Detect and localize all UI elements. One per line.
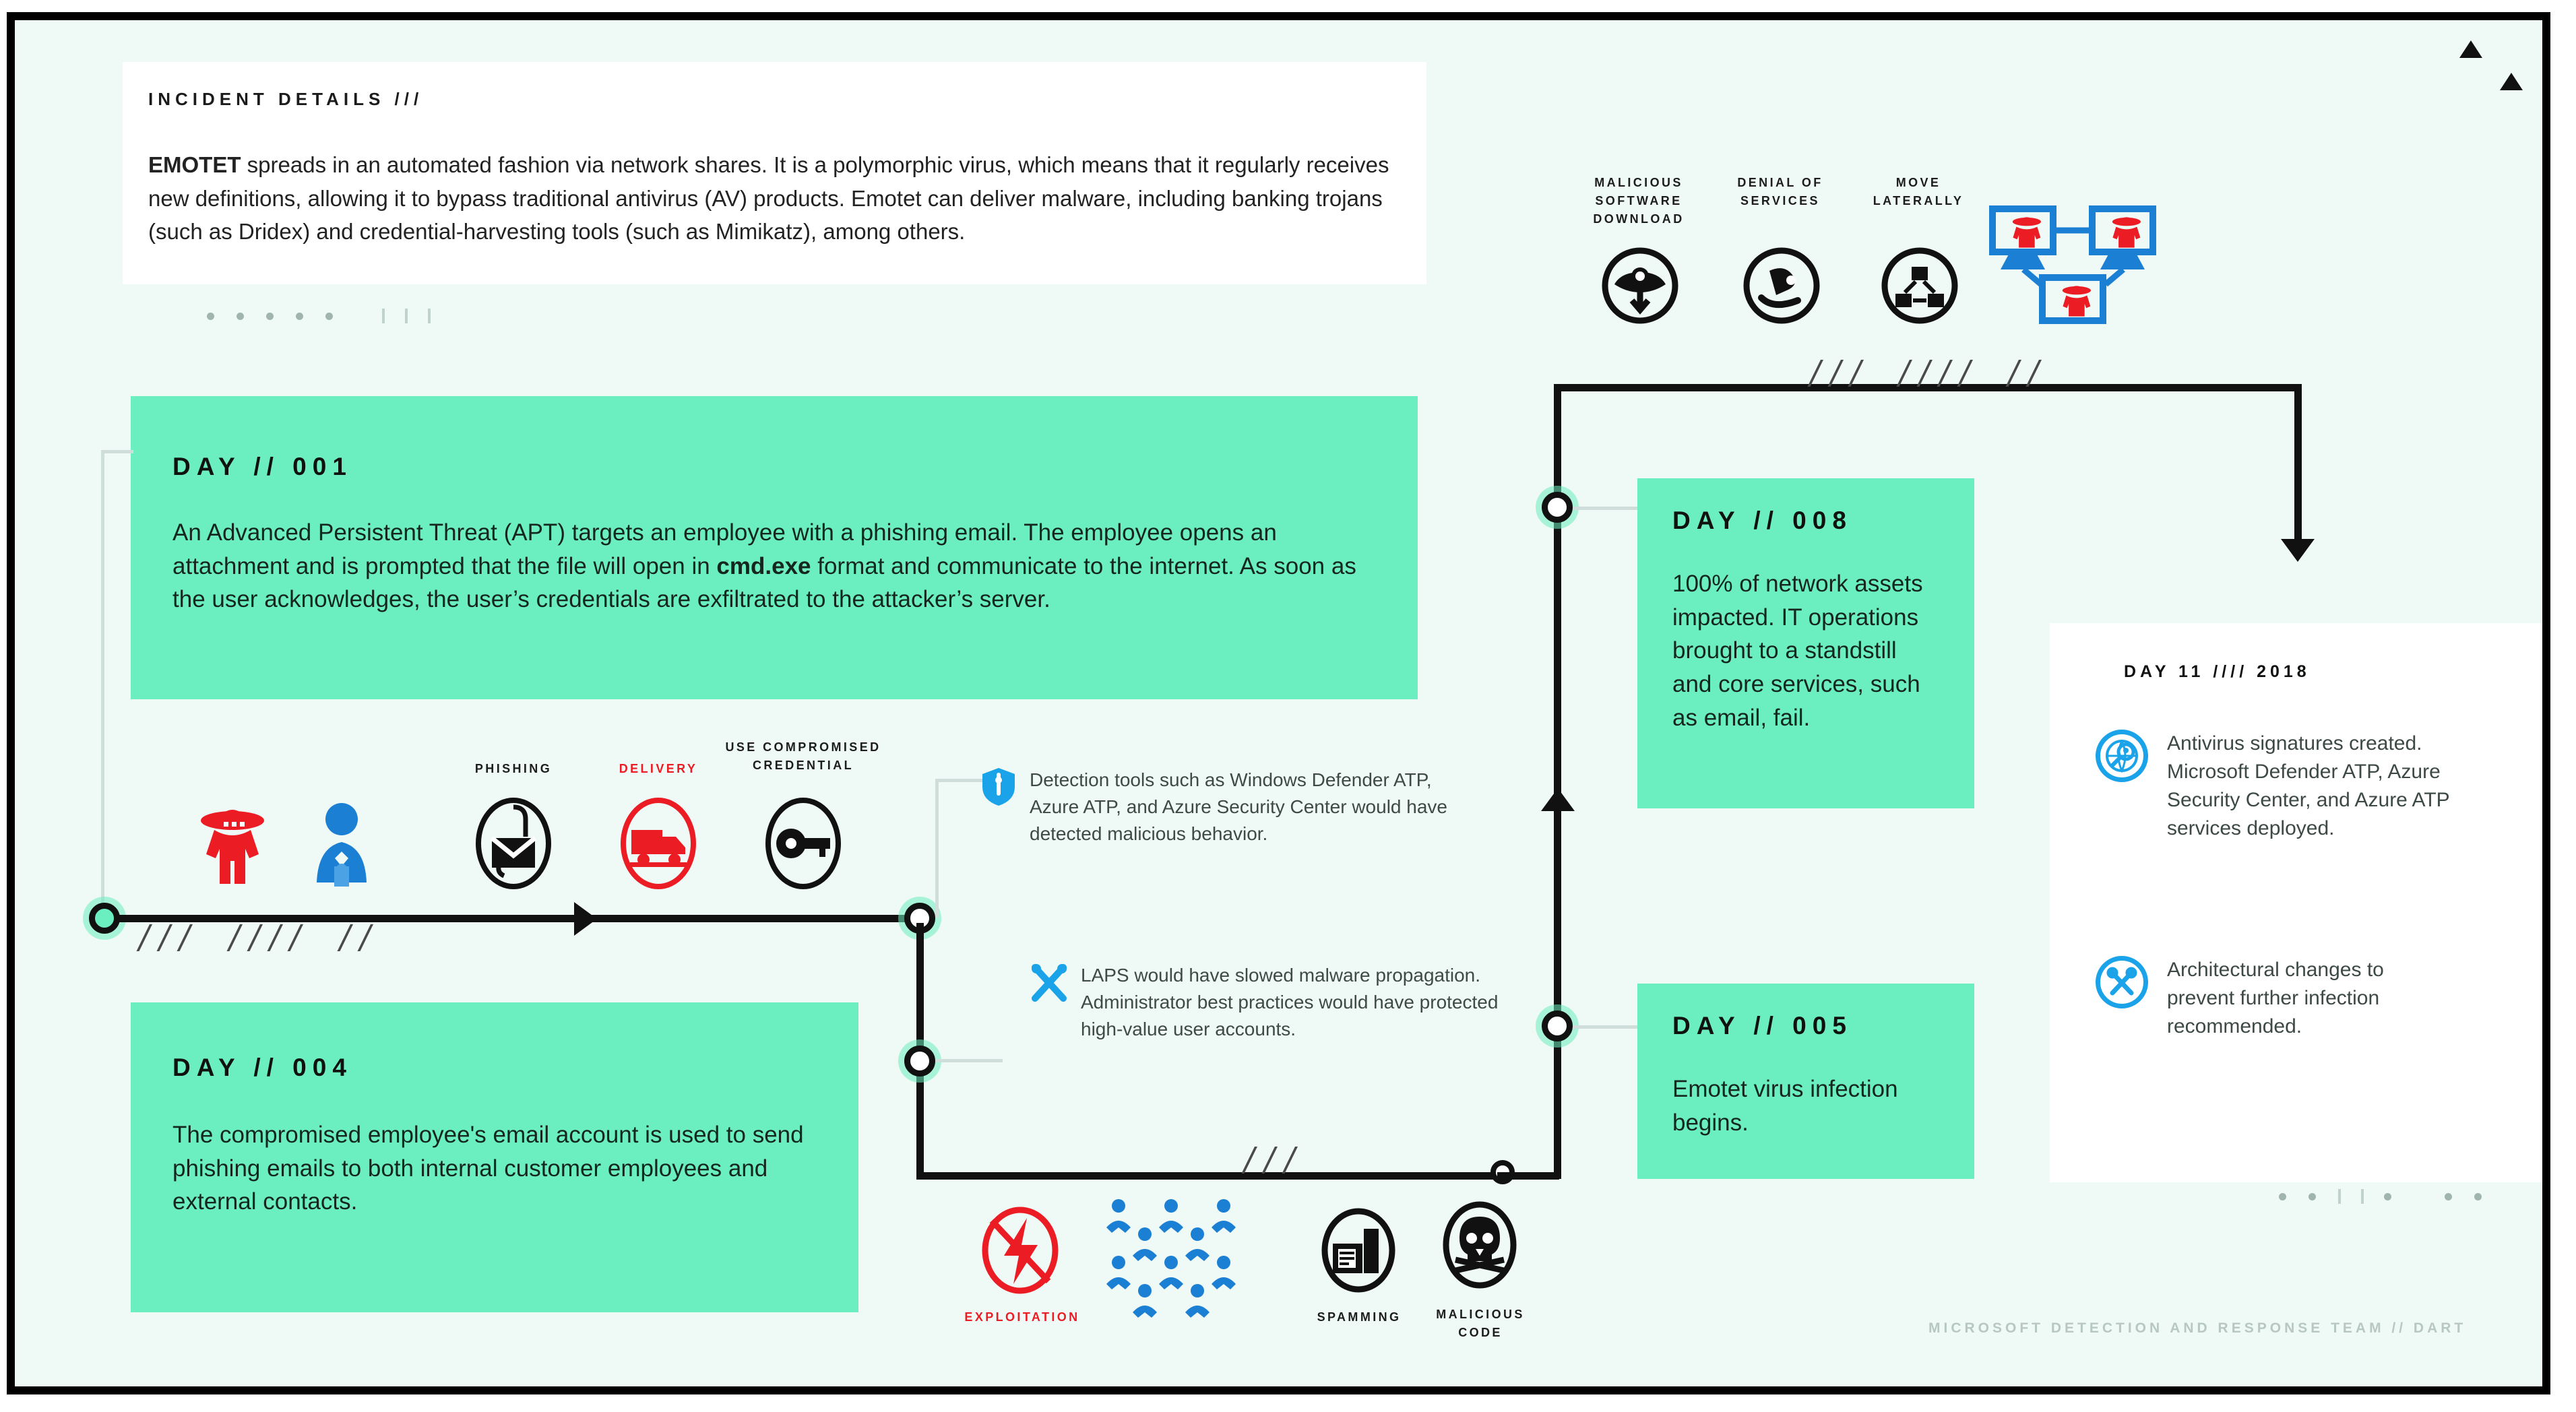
timeline-top-run (1554, 384, 2302, 391)
corner-triangle-icon-2 (2500, 73, 2523, 90)
day-004-body: The compromised employee's email account… (172, 1122, 804, 1215)
day-008-body: 100% of network assets impacted. IT oper… (1672, 571, 1923, 731)
spamming-label: SPAMMING (1317, 1310, 1402, 1324)
footer-credit: MICROSOFT DETECTION AND RESPONSE TEAM //… (1928, 1320, 2467, 1336)
tools-wrench-screwdriver-icon (2096, 956, 2148, 1008)
callout-detection-tools-text: Detection tools such as Windows Defender… (1030, 769, 1447, 844)
decorative-dot-row-top (207, 309, 451, 323)
key-icon (761, 795, 845, 892)
day-005-label: DAY // 005 (1672, 1012, 1852, 1039)
timeline-trunk-bottom-join (1497, 1172, 1559, 1180)
delivery-truck-icon (617, 795, 700, 892)
exploitation-lightning-icon (977, 1206, 1063, 1302)
callout-detection-tools: Detection tools such as Windows Defender… (981, 767, 1453, 847)
malicious-software-download-label: MALICIOUS SOFTWARE DOWNLOAD (1593, 176, 1685, 226)
timeline-node-start[interactable] (89, 903, 120, 934)
day-011-label: DAY 11 //// 2018 (2124, 662, 2311, 681)
phishing-envelope-hook-icon (472, 795, 555, 892)
timeline-line-main (116, 915, 924, 922)
attacker-figure-icon (195, 802, 270, 893)
user-figure-icon (305, 802, 379, 893)
timeline-node-day008[interactable] (1542, 492, 1573, 523)
use-compromised-credential-stage: USE COMPROMISED CREDENTIAL (722, 738, 884, 889)
timeline-arrow-right (574, 902, 597, 936)
timeline-arrow-up (1541, 788, 1575, 811)
infographic-poster: INCIDENT DETAILS /// EMOTET spreads in a… (7, 12, 2550, 1394)
decorative-dot-row-bottom (2279, 1189, 2504, 1204)
move-laterally-icon (1881, 247, 1959, 325)
phishing-stage: PHISHING (446, 760, 581, 889)
denial-of-services-label: DENIAL OF SERVICES (1737, 176, 1823, 207)
day-008-leader (1573, 507, 1640, 510)
timeline-trunk-vertical (1554, 384, 1561, 1179)
day-011-item-antivirus-text: Antivirus signatures created. Microsoft … (2167, 732, 2450, 839)
timeline-down-to-day11 (2294, 384, 2302, 546)
callout-1-leader-vertical (935, 779, 939, 918)
day-001-bold-term: cmd.exe (716, 552, 811, 579)
denial-of-services-stage: DENIAL OF SERVICES (1720, 174, 1841, 324)
day-001-body: An Advanced Persistent Threat (APT) targ… (172, 519, 1356, 613)
callout-2-leader (935, 1059, 1003, 1062)
day-005-card: DAY // 005 Emotet virus infection begins… (1637, 984, 1974, 1179)
day-011-item-architectural: Architectural changes to prevent further… (2096, 956, 2513, 1041)
infected-computers-network-icon (1986, 202, 2161, 327)
callout-laps-text: LAPS would have slowed malware propagati… (1081, 965, 1499, 1039)
callout-1-leader (935, 779, 996, 782)
day-001-leader-vertical (101, 450, 104, 922)
malicious-software-download-stage: MALICIOUS SOFTWARE DOWNLOAD (1578, 174, 1699, 324)
malicious-code-skull-icon (1438, 1200, 1521, 1296)
timeline-line-bottom (916, 1172, 1516, 1180)
day-004-card: DAY // 004 The compromised employee's em… (131, 1002, 858, 1312)
wrench-cross-icon (1030, 962, 1069, 1042)
spamming-inbox-icon (1317, 1206, 1400, 1302)
phishing-label: PHISHING (474, 762, 553, 775)
day-001-leader (101, 450, 133, 453)
malicious-code-label: MALICIOUS CODE (1436, 1308, 1525, 1339)
day-001-card: DAY // 001 An Advanced Persistent Threat… (131, 396, 1418, 699)
shield-icon (981, 767, 1016, 847)
antivirus-scan-icon (2096, 730, 2148, 782)
timeline-node-day005[interactable] (1542, 1010, 1573, 1041)
move-laterally-label: MOVE LATERALLY (1873, 176, 1964, 207)
corner-triangle-icon-1 (2459, 40, 2482, 58)
day-011-card: DAY 11 //// 2018 Antivirus signatures cr… (2050, 623, 2542, 1182)
day-005-body: Emotet virus infection begins. (1672, 1076, 1898, 1136)
callout-laps: LAPS would have slowed malware propagati… (1030, 962, 1528, 1042)
incident-details-card: INCIDENT DETAILS /// EMOTET spreads in a… (123, 62, 1426, 284)
denial-of-services-icon (1742, 247, 1821, 325)
day-001-label: DAY // 001 (172, 453, 352, 480)
timeline-hatch-1 (136, 924, 373, 951)
day-008-label: DAY // 008 (1672, 507, 1852, 534)
incident-bold-lead: EMOTET (148, 152, 241, 177)
day-005-leader (1573, 1025, 1640, 1029)
timeline-arrow-down (2281, 539, 2315, 562)
day-011-item-antivirus: Antivirus signatures created. Microsoft … (2096, 730, 2513, 843)
malicious-software-download-icon (1601, 247, 1679, 325)
move-laterally-stage: MOVE LATERALLY (1858, 174, 1979, 324)
day-008-card: DAY // 008 100% of network assets impact… (1637, 478, 1974, 808)
incident-details-body: EMOTET spreads in an automated fashion v… (148, 152, 1389, 244)
day-011-item-architectural-text: Architectural changes to prevent further… (2167, 959, 2384, 1037)
timeline-hatch-2 (1241, 1147, 1298, 1174)
exploitation-label: EXPLOITATION (964, 1310, 1080, 1324)
spamming-people-icon (1100, 1198, 1255, 1318)
timeline-node-laps[interactable] (904, 1046, 935, 1077)
incident-details-kicker: INCIDENT DETAILS /// (148, 89, 424, 109)
delivery-stage: DELIVERY (591, 760, 726, 889)
timeline-hatch-3 (1807, 360, 2042, 387)
day-004-label: DAY // 004 (172, 1054, 352, 1081)
use-compromised-credential-label: USE COMPROMISED CREDENTIAL (725, 740, 881, 772)
delivery-label: DELIVERY (619, 762, 698, 775)
